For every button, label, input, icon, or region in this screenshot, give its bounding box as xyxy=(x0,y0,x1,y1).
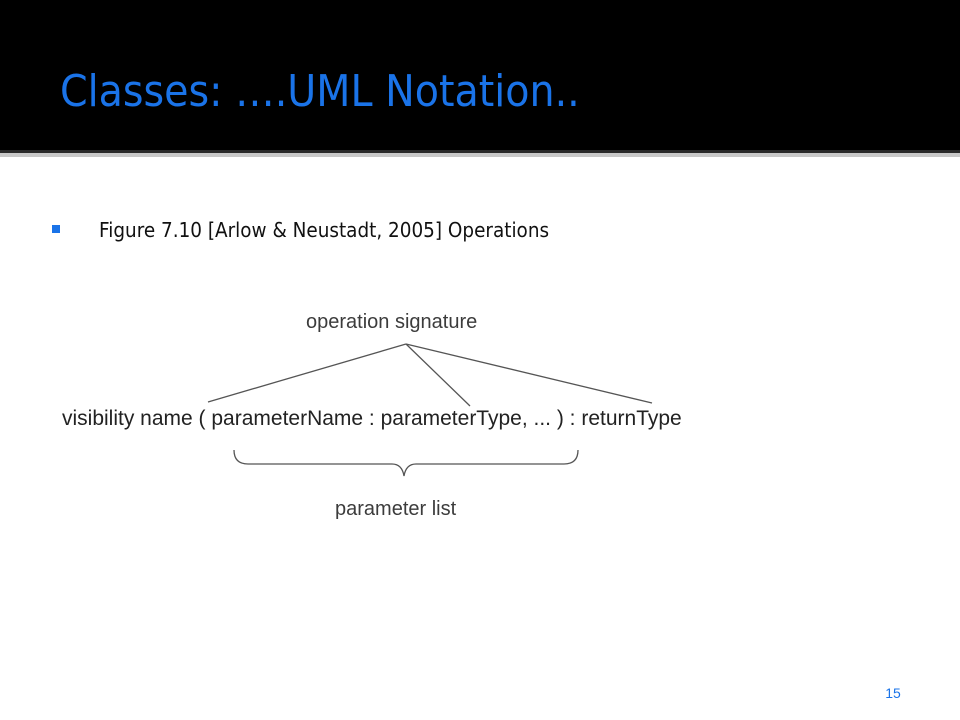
pointer-line-to-name xyxy=(207,343,407,403)
title-divider xyxy=(0,150,960,153)
page-number: 15 xyxy=(885,685,901,701)
figure-lines xyxy=(207,343,653,477)
title-bar: Classes: ….UML Notation.. xyxy=(0,0,960,150)
parameter-list-brace xyxy=(233,449,579,477)
slide-title: Classes: ….UML Notation.. xyxy=(60,66,580,117)
bullet-text: Figure 7.10 [Arlow & Neustadt, 2005] Ope… xyxy=(99,218,550,242)
operation-signature-figure: operation signature visibility name ( pa… xyxy=(40,290,800,530)
parameter-list-label: parameter list xyxy=(335,498,457,520)
pointer-line-to-return-type xyxy=(405,343,653,404)
signature-text: visibility name ( parameterName : parame… xyxy=(62,407,682,430)
operation-signature-label: operation signature xyxy=(306,311,478,333)
title-divider-shadow xyxy=(0,153,960,157)
pointer-line-to-parameter xyxy=(405,343,471,407)
square-bullet-icon xyxy=(52,225,60,233)
